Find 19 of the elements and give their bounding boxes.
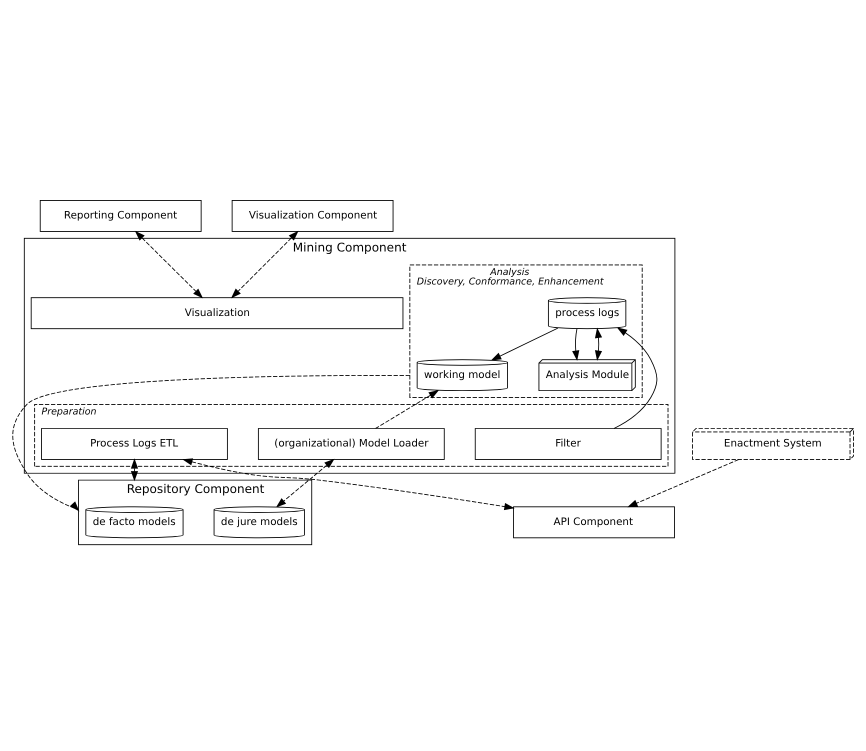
arrow bbox=[594, 327, 602, 360]
node-box: (organizational) Model Loader bbox=[258, 428, 445, 460]
node-box: Visualization Component bbox=[232, 200, 394, 232]
node-box: Process Logs ETL bbox=[41, 428, 228, 460]
arrow bbox=[627, 458, 739, 507]
arrow bbox=[182, 458, 515, 510]
arrow bbox=[375, 390, 440, 428]
arrow bbox=[230, 230, 299, 298]
arrow bbox=[12, 374, 410, 511]
node-box: API Component bbox=[513, 506, 675, 538]
arrow bbox=[134, 230, 204, 298]
node-box: Reporting Component bbox=[40, 200, 202, 232]
arrow bbox=[572, 328, 580, 360]
arrow bbox=[130, 458, 138, 481]
node-box: Visualization bbox=[30, 296, 404, 329]
arrow bbox=[276, 458, 335, 508]
arrow bbox=[490, 327, 558, 360]
arrow bbox=[614, 326, 658, 428]
node-box: Filter bbox=[474, 428, 662, 460]
